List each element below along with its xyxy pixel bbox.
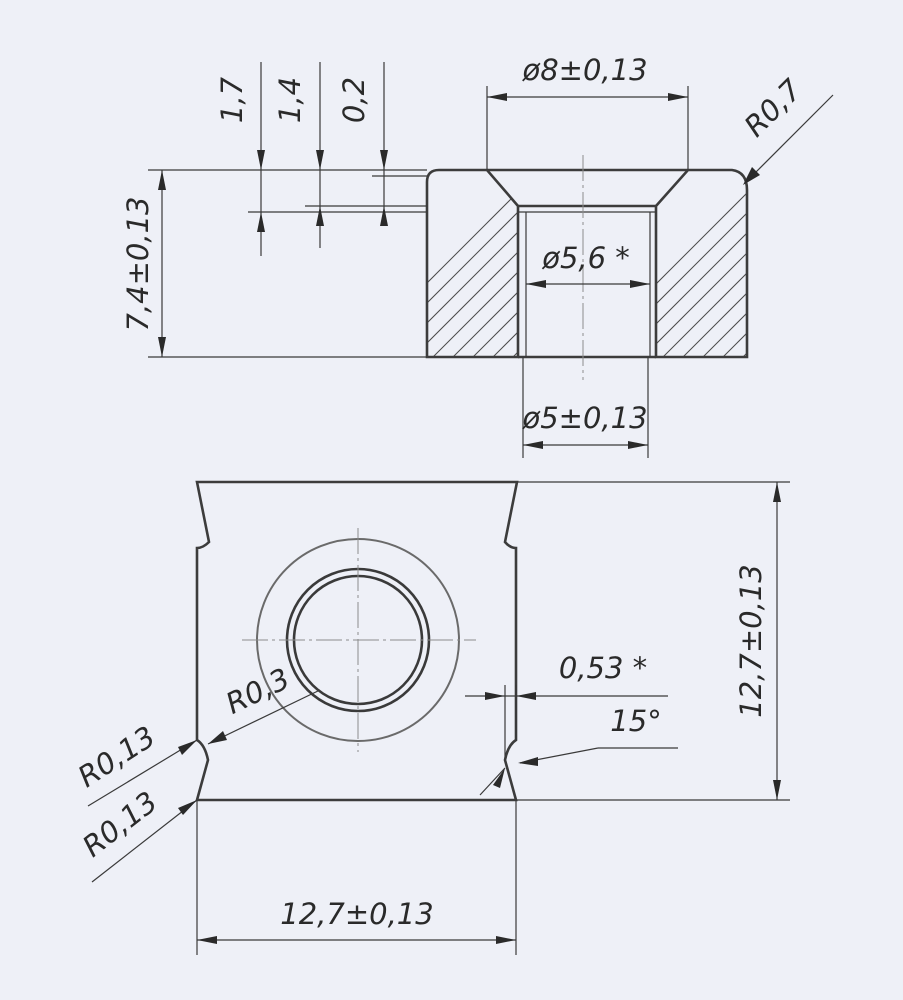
dim-counterbore-dia: ø8±0,13 [521,53,647,87]
dim-slot-angle: 15° [610,704,661,738]
dim-inner-dia: ø5,6 * [541,241,630,275]
dim-fillet-r013-lower: R0,13 [76,785,164,864]
dim-width: 12,7±0,13 [280,897,433,931]
section-right-outline [654,168,749,359]
dim-corner-radius-top: R0,7 [737,72,808,143]
plan-view: 12,7±0,13 12,7±0,13 0,53 * 15° R0,3 R0,1… [72,480,790,955]
dim-height-total: 7,4±0,13 [121,197,155,332]
dim-fillet-r03: R0,3 [220,661,294,721]
dim-slot-width: 0,53 * [559,651,647,685]
section-view: ø8±0,13 ø5,6 * ø5±0,13 7,4±0,13 1,7 1,4 [121,53,834,458]
dim-bore-dia: ø5±0,13 [521,401,647,435]
dim-height-plan: 12,7±0,13 [734,564,768,717]
section-left-outline [425,168,520,359]
dim-step-1: 1,7 [215,76,249,123]
dim-step-2: 1,4 [273,77,307,123]
dim-step-3: 0,2 [337,77,371,123]
dim-fillet-r013-upper: R0,13 [72,719,162,794]
plan-outline [195,480,519,802]
